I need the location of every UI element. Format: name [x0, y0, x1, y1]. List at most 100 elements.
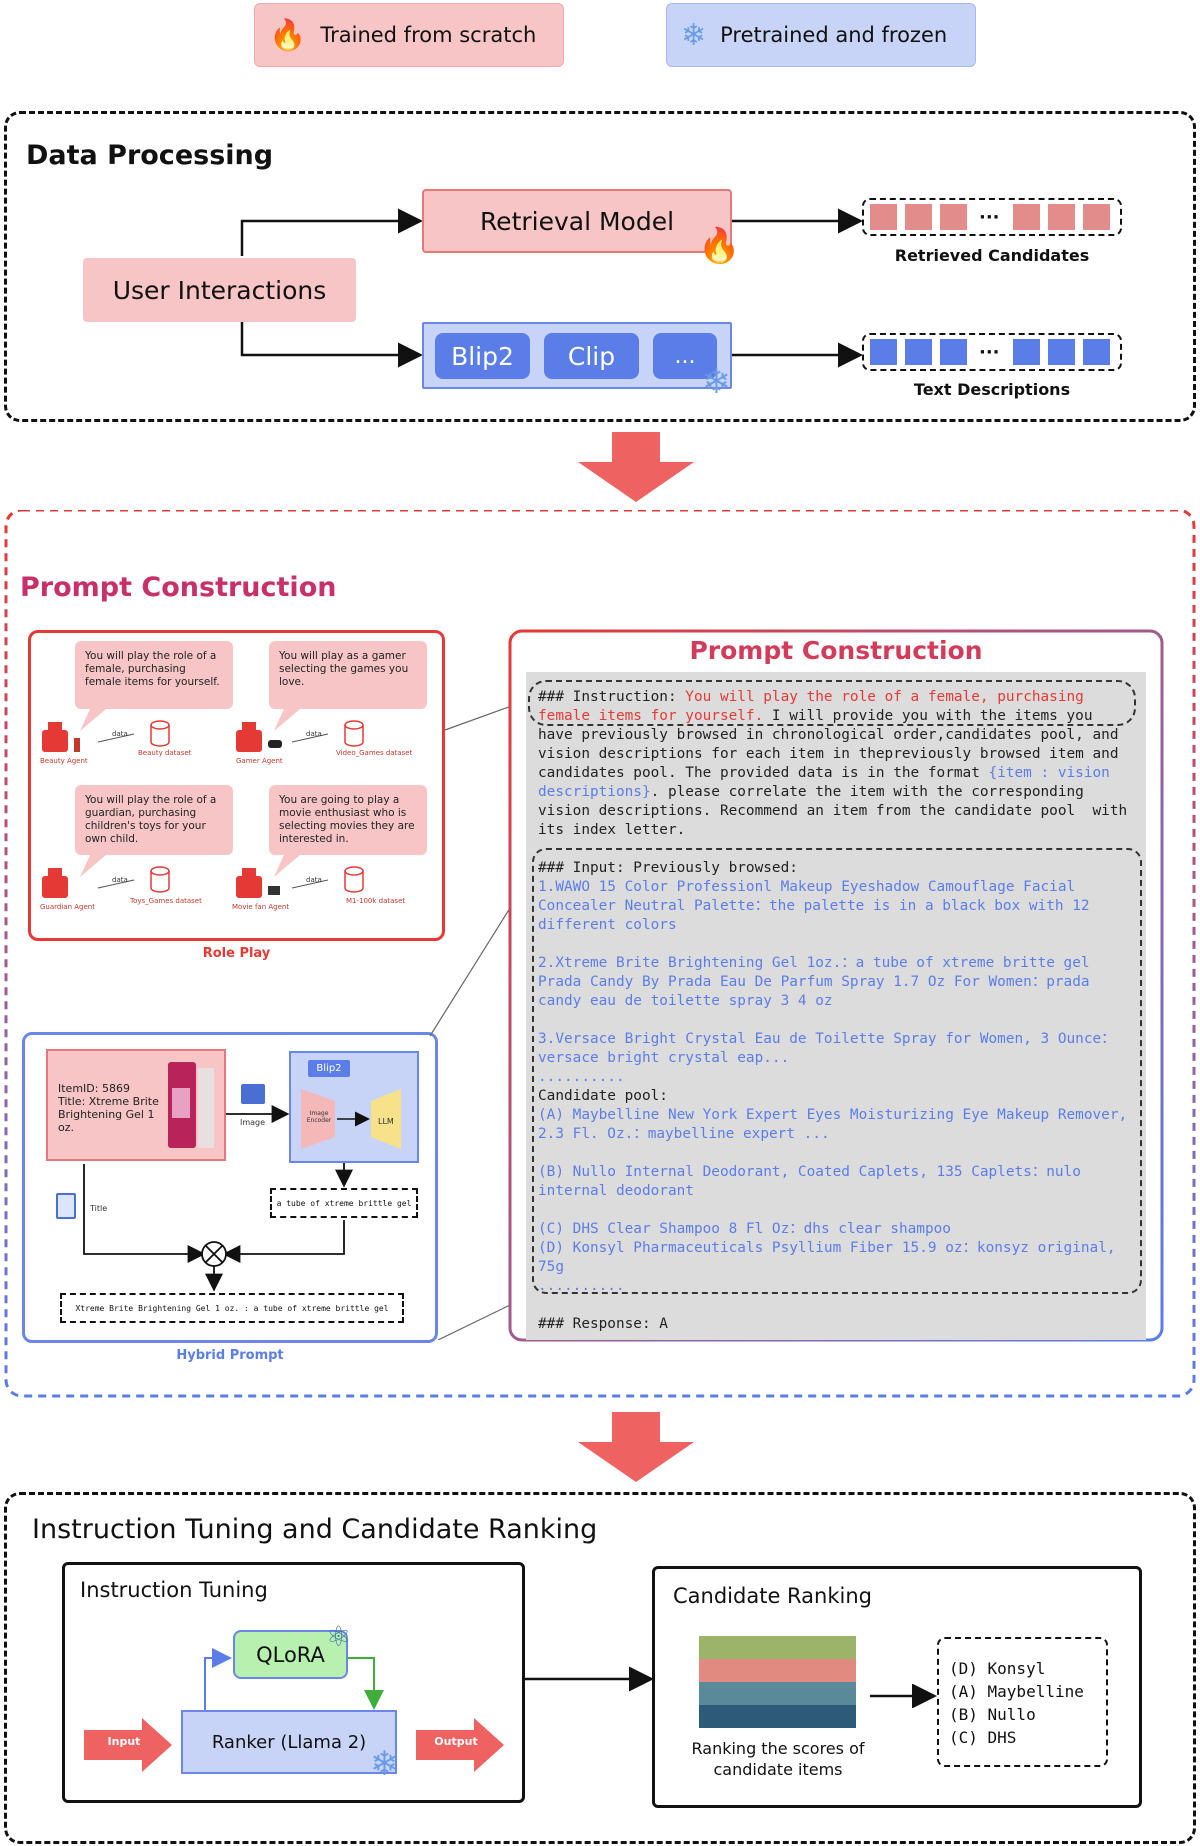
- prompt-line: (C) DHS Clear Shampoo 8 Fl Oz：dhs clear …: [538, 1220, 1146, 1239]
- prompt-line: Prada Candy By Prada Eau De Parfum Spray…: [538, 973, 1146, 992]
- product-image: [168, 1062, 214, 1148]
- role-play-graphics: [42, 709, 364, 898]
- item-card-text: ItemID: 5869 Title: Xtreme Brite Brighte…: [58, 1082, 159, 1134]
- retrieval-model-label: Retrieval Model: [479, 206, 675, 236]
- output-label: Output: [434, 1735, 478, 1748]
- instruction-tuning-section-title: Instruction Tuning and Candidate Ranking: [32, 1514, 598, 1545]
- prompt-segment: (D) Konsyl Pharmaceuticals Psyllium Fibe…: [538, 1240, 1116, 1256]
- ranker-node: Ranker (Llama 2): [181, 1710, 397, 1774]
- other-models: ...: [653, 333, 717, 379]
- prompt-segment: internal deodorant: [538, 1183, 694, 1199]
- fire-icon: 🔥: [698, 226, 741, 266]
- hybrid-prompt-caption: Hybrid Prompt: [176, 1348, 284, 1363]
- data-processing-connectors: [240, 208, 863, 368]
- description-block: [905, 339, 932, 365]
- prompt-line: versace bright crystal eap...: [538, 1049, 1146, 1068]
- input-label: Input: [107, 1735, 141, 1748]
- prompt-line: [538, 1144, 1146, 1163]
- prompt-line: ..........: [538, 1068, 1146, 1087]
- dataset-label-movies: M1-100k dataset: [346, 897, 406, 905]
- prompt-segment: ..........: [538, 1278, 625, 1294]
- prompt-line: vision descriptions for each item in the…: [538, 745, 1146, 764]
- data-processing-section: [4, 111, 1196, 422]
- blip2-internals: [301, 1089, 401, 1149]
- zoom-lines: [429, 699, 546, 1340]
- prompt-line: [538, 935, 1146, 954]
- legend-frozen-label: Pretrained and frozen: [720, 23, 948, 47]
- prompt-line: female items for yourself. I will provid…: [538, 707, 1146, 726]
- prompt-line: 3.Versace Bright Crystal Eau de Toilette…: [538, 1030, 1146, 1049]
- prompt-segment: different colors: [538, 917, 677, 933]
- flow-arrow-down: [578, 1412, 694, 1482]
- prompt-segment: ### Instruction:: [538, 689, 686, 705]
- description-block: [870, 339, 897, 365]
- prompt-segment: Prada Candy By Prada Eau De Parfum Spray…: [538, 974, 1090, 990]
- legend-frozen: ❄ Pretrained and frozen: [666, 3, 976, 67]
- prompt-segment: (B) Nullo Internal Deodorant, Coated Cap…: [538, 1164, 1081, 1180]
- tuning-to-ranking-arrow: [525, 1666, 654, 1692]
- dataset-label-games: Video_Games dataset: [336, 749, 413, 757]
- legend-trained-label: Trained from scratch: [320, 23, 537, 47]
- prompt-line: (B) Nullo Internal Deodorant, Coated Cap…: [538, 1163, 1146, 1182]
- image-encoder-label: Image Encoder: [306, 1110, 332, 1124]
- text-descriptions-label: Text Descriptions: [913, 380, 1071, 399]
- ranked-list-box: (D) Konsyl (A) Maybelline (B) Nullo (C) …: [937, 1637, 1108, 1767]
- blip2-module-label: Blip2: [308, 1060, 350, 1077]
- prompt-line: (A) Maybelline New York Expert Eyes Mois…: [538, 1106, 1146, 1125]
- user-interactions-node: User Interactions: [83, 258, 356, 322]
- llm-label: LLM: [378, 1117, 394, 1126]
- role-bubble-beauty: You will play the role of a female, purc…: [75, 641, 233, 709]
- prompt-text: ### Instruction: You will play the role …: [538, 688, 1146, 1334]
- ranking-arrow: [870, 1684, 937, 1708]
- prompt-segment: its index letter.: [538, 822, 686, 838]
- role-bubble-guardian: You will play the role of a guardian, pu…: [75, 785, 233, 855]
- instruction-tuning-section: [4, 1492, 1196, 1844]
- role-play-panel: [28, 630, 445, 941]
- prompt-segment: have previously browsed in chronological…: [538, 727, 1119, 743]
- description-block: [1013, 339, 1040, 365]
- retrieved-candidates-strip: ···: [862, 198, 1122, 236]
- prompt-line: its index letter.: [538, 821, 1146, 840]
- ranked-item: (D) Konsyl: [949, 1659, 1046, 1678]
- description-block: [940, 339, 967, 365]
- agent-label-guardian: Guardian Agent: [40, 903, 95, 911]
- prompt-line: Concealer Neutral Palette：the palette is…: [538, 897, 1146, 916]
- prompt-segment: candy eau de toilette spray 3 4 oz: [538, 993, 833, 1009]
- title-label: Title: [90, 1204, 108, 1213]
- ranking-score-bar-2: [699, 1659, 856, 1682]
- instruction-tuning-title: Instruction Tuning: [80, 1578, 268, 1602]
- agent-label-gamer: Gamer Agent: [236, 757, 283, 765]
- prompt-line: Candidate pool:: [538, 1087, 1146, 1106]
- prompt-line: [538, 1296, 1146, 1315]
- prompt-panel-title: Prompt Construction: [689, 636, 983, 665]
- prompt-segment: (C) DHS Clear Shampoo 8 Fl Oz：dhs clear …: [538, 1221, 951, 1237]
- prompt-line: candidates pool. The provided data is in…: [538, 764, 1146, 783]
- candidate-block: [905, 204, 932, 230]
- input-arrow: [84, 1718, 172, 1772]
- flow-arrow-down: [578, 432, 694, 502]
- ranking-score-bar-1: [699, 1636, 856, 1659]
- role-bubble-gamer: You will play as a gamer selecting the g…: [269, 641, 427, 709]
- prompt-line: 75g: [538, 1258, 1146, 1277]
- prompt-segment: I will provide you with the items you: [763, 708, 1093, 724]
- prompt-line: ### Instruction: You will play the role …: [538, 688, 1146, 707]
- prompt-segment: 75g: [538, 1259, 564, 1275]
- prompt-line: [538, 840, 1146, 859]
- text-descriptions-strip: ···: [862, 333, 1122, 371]
- prompt-text-area: [526, 672, 1146, 1340]
- prompt-line: candy eau de toilette spray 3 4 oz: [538, 992, 1146, 1011]
- prompt-segment: descriptions}: [538, 784, 651, 800]
- ranking-caption: Ranking the scores of candidate items: [691, 1739, 865, 1779]
- prompt-segment: {item : vision: [988, 765, 1110, 781]
- tuning-connectors: [204, 1648, 384, 1710]
- prompt-line: have previously browsed in chronological…: [538, 726, 1146, 745]
- prompt-segment: (A) Maybelline New York Expert Eyes Mois…: [538, 1107, 1128, 1123]
- openai-icon: ⚛: [326, 1620, 352, 1653]
- candidate-ranking-title: Candidate Ranking: [673, 1584, 872, 1608]
- prompt-line: ..........: [538, 1277, 1146, 1296]
- prompt-segment: 2.3 Fl. Oz.：maybelline expert ...: [538, 1126, 830, 1142]
- description-block: [1048, 339, 1075, 365]
- prompt-line: [538, 1011, 1146, 1030]
- blip2-model: Blip2: [435, 333, 530, 379]
- prompt-line: different colors: [538, 916, 1146, 935]
